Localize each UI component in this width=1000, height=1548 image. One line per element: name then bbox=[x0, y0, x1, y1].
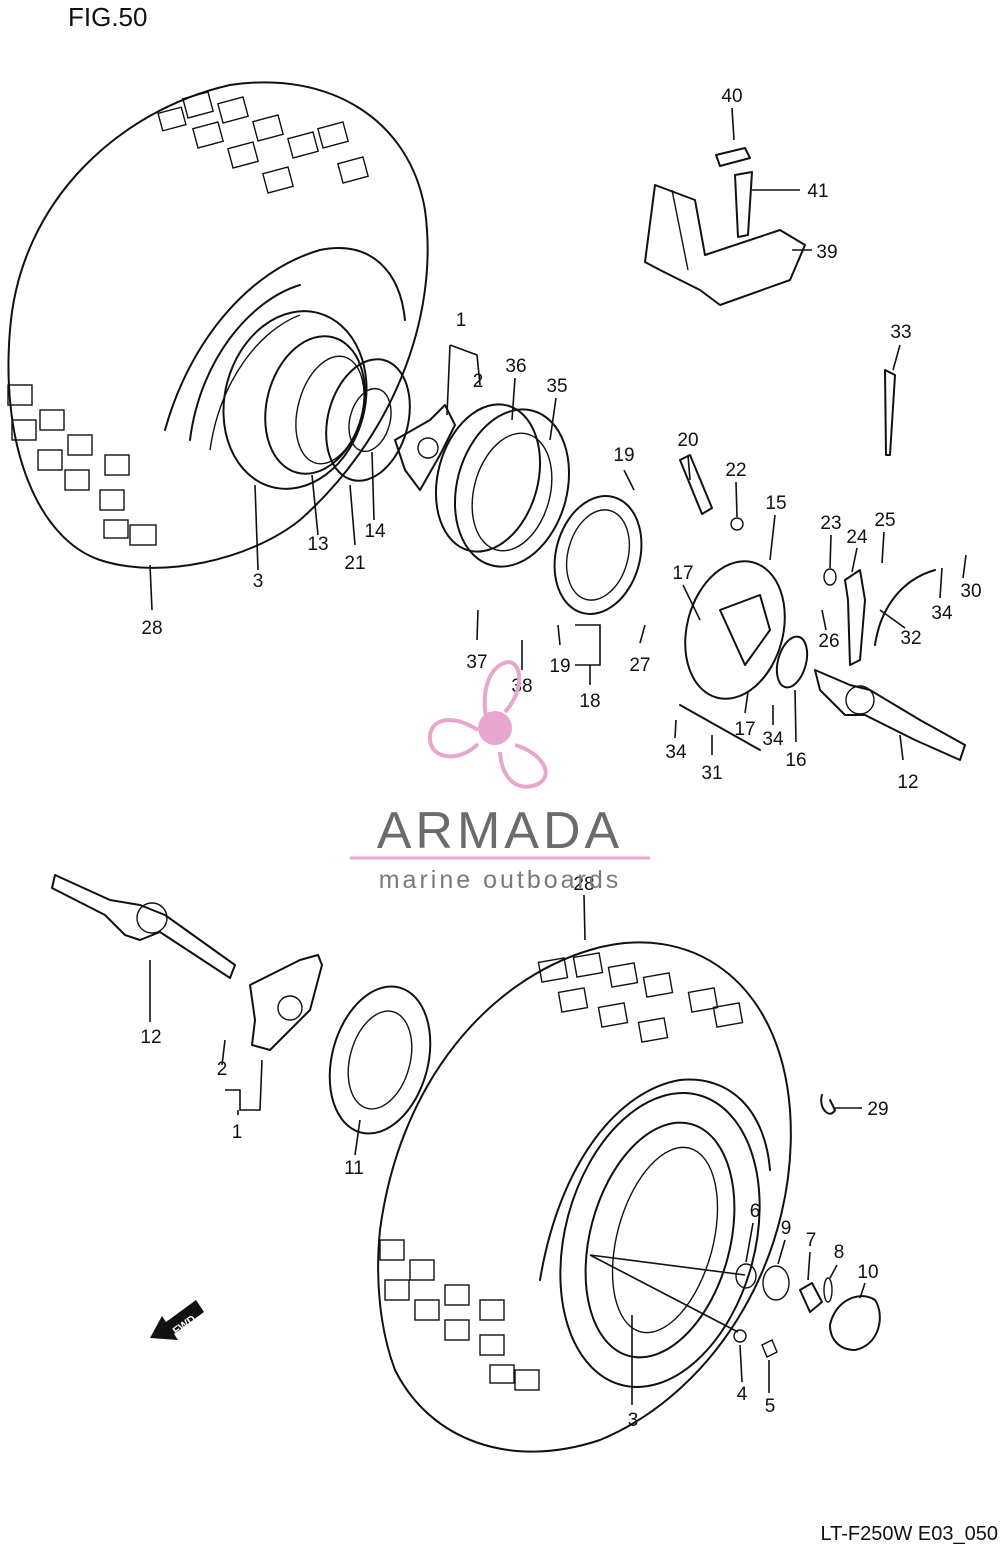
callout-2-upper: 2 bbox=[473, 371, 484, 392]
callout-20: 20 bbox=[677, 430, 698, 451]
leader-lines bbox=[149, 107, 967, 1405]
callout-labels: 1 2 3 13 21 14 28 36 35 19 20 22 15 23 2… bbox=[140, 86, 981, 1431]
callout-15: 15 bbox=[765, 493, 786, 514]
callout-34-mid: 34 bbox=[762, 729, 784, 750]
callout-12-lower: 12 bbox=[140, 1027, 161, 1048]
bracket-39 bbox=[644, 147, 806, 306]
callout-6: 6 bbox=[750, 1201, 761, 1222]
callout-22: 22 bbox=[725, 460, 746, 481]
callout-17-upper: 17 bbox=[672, 563, 693, 584]
figure-title: FIG.50 bbox=[68, 2, 147, 32]
callout-7: 7 bbox=[806, 1230, 817, 1251]
callout-28-lower: 28 bbox=[573, 874, 594, 895]
callout-26: 26 bbox=[818, 631, 839, 652]
callout-21: 21 bbox=[344, 553, 365, 574]
callout-12-upper: 12 bbox=[897, 772, 918, 793]
callout-19-upper: 19 bbox=[613, 445, 634, 466]
callout-23: 23 bbox=[820, 513, 841, 534]
upper-tire bbox=[7, 81, 643, 615]
callout-30: 30 bbox=[960, 581, 981, 602]
callout-17-lower: 17 bbox=[734, 719, 755, 740]
callout-28-upper: 28 bbox=[141, 618, 162, 639]
callout-32: 32 bbox=[900, 628, 921, 649]
callout-40: 40 bbox=[721, 86, 742, 107]
callout-1-lower: 1 bbox=[232, 1122, 243, 1143]
callout-8: 8 bbox=[834, 1242, 845, 1263]
callout-13: 13 bbox=[307, 534, 328, 555]
callout-35: 35 bbox=[546, 376, 567, 397]
callout-19-lower: 19 bbox=[549, 656, 570, 677]
callout-4: 4 bbox=[737, 1384, 748, 1405]
callout-27: 27 bbox=[629, 655, 650, 676]
callout-36: 36 bbox=[505, 356, 526, 377]
callout-37: 37 bbox=[466, 652, 487, 673]
callout-5: 5 bbox=[765, 1396, 776, 1417]
figure-code: LT-F250W E03_050 bbox=[820, 1523, 998, 1545]
callout-14: 14 bbox=[364, 521, 386, 542]
callout-34-right: 34 bbox=[931, 603, 953, 624]
callout-1-upper: 1 bbox=[456, 310, 467, 331]
callout-9: 9 bbox=[781, 1218, 792, 1239]
lower-tire bbox=[51, 874, 881, 1453]
callout-34-left: 34 bbox=[665, 742, 687, 763]
callout-3-lower: 3 bbox=[628, 1410, 639, 1431]
armada-logo-icon bbox=[427, 659, 548, 789]
brand-name: ARMADA bbox=[377, 802, 623, 860]
callout-39: 39 bbox=[816, 242, 837, 263]
callout-33: 33 bbox=[890, 322, 911, 343]
callout-24: 24 bbox=[846, 527, 868, 548]
callout-18: 18 bbox=[579, 691, 600, 712]
callout-31: 31 bbox=[701, 763, 722, 784]
callout-3-upper: 3 bbox=[253, 571, 264, 592]
callout-2-lower: 2 bbox=[217, 1059, 228, 1080]
callout-11: 11 bbox=[344, 1158, 364, 1179]
brake-panel bbox=[679, 369, 966, 761]
callout-25: 25 bbox=[874, 510, 895, 531]
callout-16: 16 bbox=[785, 750, 806, 771]
callout-10: 10 bbox=[857, 1262, 878, 1283]
callout-41: 41 bbox=[807, 181, 828, 202]
fwd-arrow-icon: FWD bbox=[150, 1300, 204, 1340]
callout-29: 29 bbox=[867, 1099, 888, 1120]
brand-tagline: marine outboards bbox=[379, 866, 622, 894]
